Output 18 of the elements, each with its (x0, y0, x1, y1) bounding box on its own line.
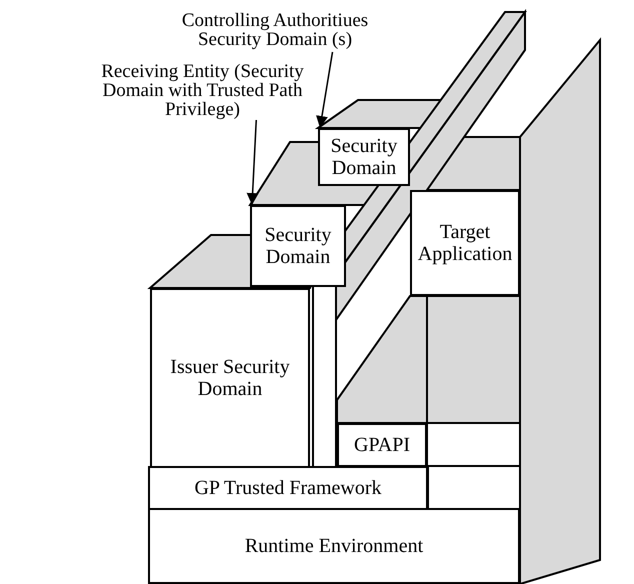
block-face (150, 288, 310, 468)
block-face (318, 128, 410, 186)
block-label: GPAPI (354, 434, 410, 456)
block-label: Security Domain (330, 135, 398, 179)
block-face (410, 190, 520, 296)
block-face (337, 423, 427, 467)
block-face (148, 466, 428, 510)
block-face (148, 508, 520, 584)
block-label: Security Domain (264, 224, 332, 268)
block-face (250, 205, 346, 287)
block-label: Issuer Security Domain (169, 356, 291, 400)
leader-arrow (316, 52, 334, 128)
block-label: Target Application (416, 221, 514, 265)
block-label: GP Trusted Framework (194, 477, 382, 499)
callout-text: Controlling Authoritiues Security Domain (s) (180, 11, 370, 49)
leader-arrow (246, 120, 259, 206)
callout-text: Receiving Entity (Security Domain with Trusted Path Privilege) (100, 62, 305, 118)
block-label: Runtime Environment (244, 535, 424, 557)
